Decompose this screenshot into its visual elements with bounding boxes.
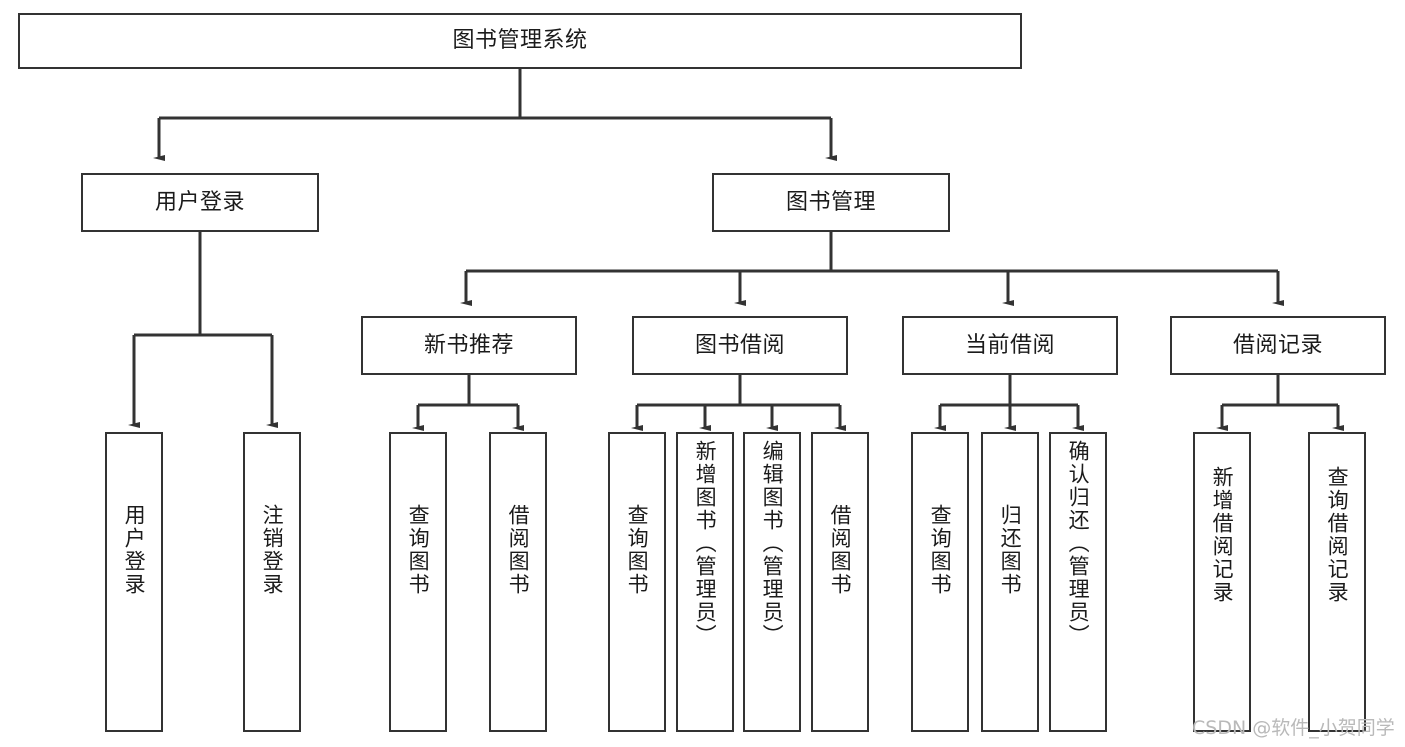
node-borrow-record-label: 借阅记录 (1232, 332, 1323, 358)
node-leaf-return-book-label: 归还图书 (998, 504, 1023, 596)
node-leaf-edit-book[interactable]: 编辑图书（管理员） (743, 432, 801, 732)
node-leaf-query-book-2-label: 查询图书 (625, 504, 650, 596)
node-current-borrow[interactable]: 当前借阅 (902, 316, 1118, 375)
node-leaf-user-logout-label: 注销登录 (260, 504, 285, 596)
node-leaf-confirm-return[interactable]: 确认归还（管理员） (1049, 432, 1107, 732)
csdn-watermark: CSDN @软件_小贺同学 (1192, 717, 1395, 739)
node-book-manage[interactable]: 图书管理 (712, 173, 950, 232)
node-leaf-query-book-3-label: 查询图书 (928, 504, 953, 596)
edge-bookborrow-to-leaves (631, 375, 846, 431)
node-leaf-borrow-book-2[interactable]: 借阅图书 (811, 432, 869, 732)
node-new-book-recommend-label: 新书推荐 (423, 332, 514, 358)
node-book-manage-label: 图书管理 (785, 189, 876, 215)
node-leaf-edit-book-label: 编辑图书（管理员） (760, 440, 785, 647)
node-user-login[interactable]: 用户登录 (81, 173, 319, 232)
edge-root-to-level2 (153, 69, 837, 161)
node-leaf-query-book-1[interactable]: 查询图书 (389, 432, 447, 732)
node-leaf-add-book-label: 新增图书（管理员） (693, 440, 718, 647)
node-current-borrow-label: 当前借阅 (964, 332, 1055, 358)
node-leaf-return-book[interactable]: 归还图书 (981, 432, 1039, 732)
node-leaf-confirm-return-label: 确认归还（管理员） (1066, 440, 1091, 647)
node-leaf-borrow-book-1-label: 借阅图书 (506, 504, 531, 596)
node-leaf-borrow-book-1[interactable]: 借阅图书 (489, 432, 547, 732)
node-leaf-query-record[interactable]: 查询借阅记录 (1308, 432, 1366, 732)
edge-borrowrecord-to-leaves (1216, 375, 1344, 431)
node-leaf-user-logout[interactable]: 注销登录 (243, 432, 301, 732)
node-leaf-query-book-3[interactable]: 查询图书 (911, 432, 969, 732)
node-leaf-add-record-label: 新增借阅记录 (1210, 466, 1235, 604)
edge-userlogin-to-leaves (128, 232, 278, 428)
node-new-book-recommend[interactable]: 新书推荐 (361, 316, 577, 375)
node-leaf-user-login[interactable]: 用户登录 (105, 432, 163, 732)
node-leaf-query-book-1-label: 查询图书 (406, 504, 431, 596)
node-leaf-add-record[interactable]: 新增借阅记录 (1193, 432, 1251, 732)
node-leaf-add-book[interactable]: 新增图书（管理员） (676, 432, 734, 732)
edge-currentborrow-to-leaves (934, 375, 1084, 431)
node-book-borrow[interactable]: 图书借阅 (632, 316, 848, 375)
node-root-label: 图书管理系统 (452, 28, 588, 54)
node-user-login-label: 用户登录 (154, 189, 245, 215)
node-leaf-user-login-label: 用户登录 (122, 504, 147, 596)
node-borrow-record[interactable]: 借阅记录 (1170, 316, 1386, 375)
edge-newbook-to-leaves (412, 375, 524, 431)
node-leaf-query-record-label: 查询借阅记录 (1325, 466, 1350, 604)
node-book-borrow-label: 图书借阅 (694, 332, 785, 358)
node-leaf-query-book-2[interactable]: 查询图书 (608, 432, 666, 732)
edge-bookmanage-to-level3 (460, 232, 1284, 306)
node-leaf-borrow-book-2-label: 借阅图书 (828, 504, 853, 596)
node-root[interactable]: 图书管理系统 (18, 13, 1022, 69)
